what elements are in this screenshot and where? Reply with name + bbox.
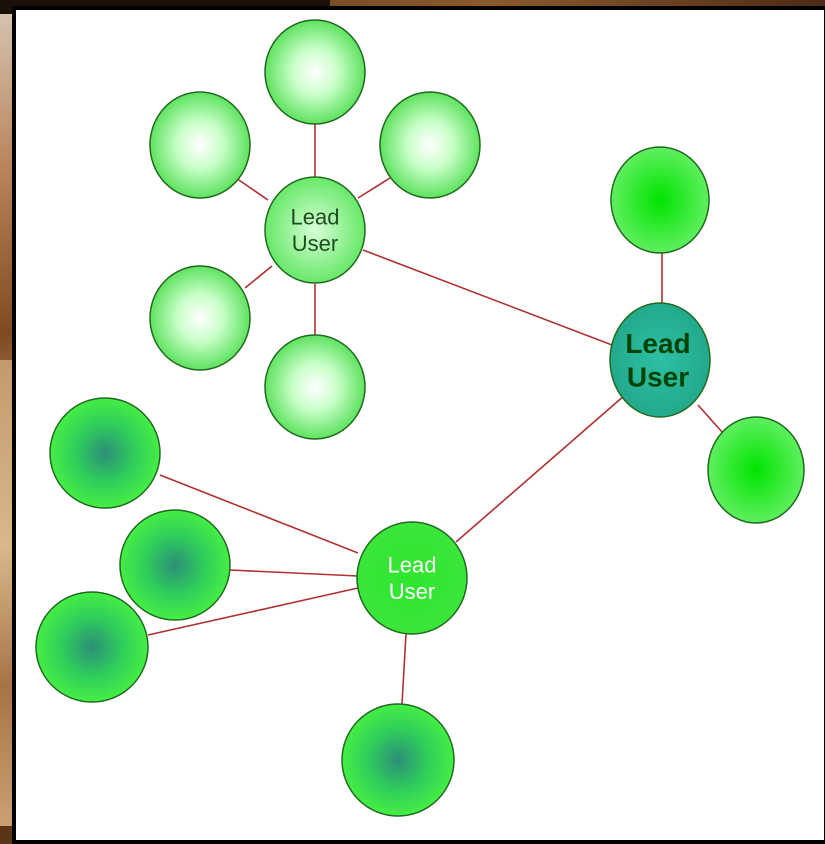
member-node-t3 [379,91,481,199]
edge-lu-top-lu-right [362,249,613,346]
member-node-b3 [35,591,149,703]
lead-user-node-lu-top [264,176,366,284]
edge-lu-bottom-b1 [159,474,359,554]
member-node-b4 [341,703,455,817]
member-node-t2 [149,91,251,199]
member-node-t5 [264,334,366,440]
edge-lu-top-t4 [244,265,273,289]
lead-user-label-lu-top-line-1: Lead [291,205,340,230]
edge-lu-bottom-b3 [147,587,359,636]
lead-user-label-lu-right-line-2: User [627,362,689,393]
member-node-r1 [610,146,710,254]
member-node-t4 [149,265,251,371]
lead-user-label-lu-bottom-line-1: Lead [388,553,437,578]
lead-user-label-lu-right-line-1: Lead [625,328,690,359]
lead-user-node-lu-right [609,302,711,418]
edge-lu-bottom-lu-right [455,394,626,543]
lead-user-label-lu-top-line-2: User [292,231,338,256]
lead-user-label-lu-bottom-line-2: User [389,579,435,604]
edge-lu-bottom-b2 [229,569,359,577]
edge-lu-right-r2 [697,404,723,433]
edge-lu-top-t3 [357,177,391,199]
member-node-b1 [49,397,161,509]
edge-lu-bottom-b4 [401,633,407,705]
lead-user-node-lu-bottom [356,521,468,635]
member-node-b2 [119,509,231,621]
edge-lu-top-t2 [235,177,269,201]
member-node-t1 [264,19,366,125]
member-node-r2 [707,416,805,524]
